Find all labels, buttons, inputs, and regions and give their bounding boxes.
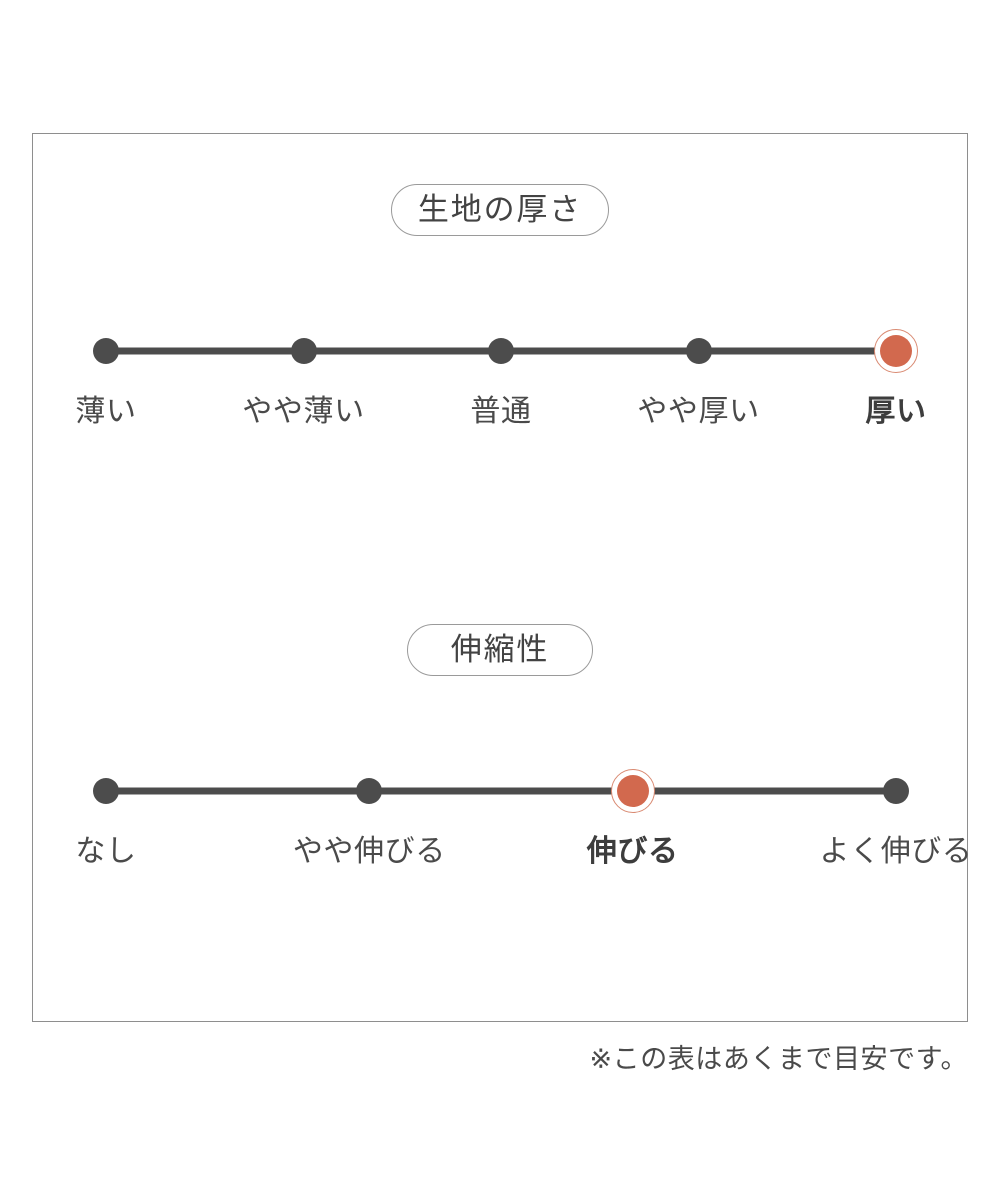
scale-label: やや薄い [242, 394, 365, 429]
scale-label: なし [75, 834, 137, 869]
heading-row-stretchiness: 伸縮性 [33, 624, 967, 676]
scale-node-selected [874, 329, 918, 373]
scale-label: 普通 [470, 394, 532, 429]
scale-node [93, 338, 119, 364]
scale-label: 厚い [865, 394, 927, 429]
heading-row-fabric-thickness: 生地の厚さ [33, 184, 967, 236]
scale-labels-fabric-thickness: 薄い やや薄い 普通 やや厚い 厚い [33, 394, 967, 450]
scale-section-fabric-thickness: 生地の厚さ 薄い やや薄い 普通 やや厚い 厚い [33, 184, 967, 450]
scale-node [290, 338, 317, 364]
scale-section-stretchiness: 伸縮性 なし やや伸びる 伸びる よく伸びる [33, 624, 972, 890]
scale-label: やや厚い [637, 394, 760, 429]
scale-heading-fabric-thickness: 生地の厚さ [390, 184, 610, 236]
chart-frame: 生地の厚さ 薄い やや薄い 普通 やや厚い 厚い 伸縮性 なし やや伸びる 伸びる よく伸びる [32, 133, 972, 1022]
scale-labels-stretchiness: なし やや伸びる 伸びる よく伸びる [33, 834, 972, 890]
scale-node [93, 778, 119, 804]
scale-node [685, 338, 712, 364]
scale-label: やや伸びる [292, 834, 446, 869]
scale-node [488, 338, 514, 364]
chart-footnote: ※この表はあくまで目安です。 [589, 1044, 968, 1075]
scale-label: 伸びる [586, 834, 679, 869]
scale-label: よく伸びる [819, 834, 973, 869]
scale-node-selected [610, 769, 655, 813]
scale-track-stretchiness [33, 762, 967, 820]
scale-node [356, 778, 383, 804]
scale-bar [106, 787, 896, 795]
scale-track-fabric-thickness [33, 322, 967, 380]
scale-label: 薄い [75, 394, 137, 429]
scale-heading-stretchiness: 伸縮性 [407, 624, 593, 676]
scale-node [883, 778, 909, 804]
